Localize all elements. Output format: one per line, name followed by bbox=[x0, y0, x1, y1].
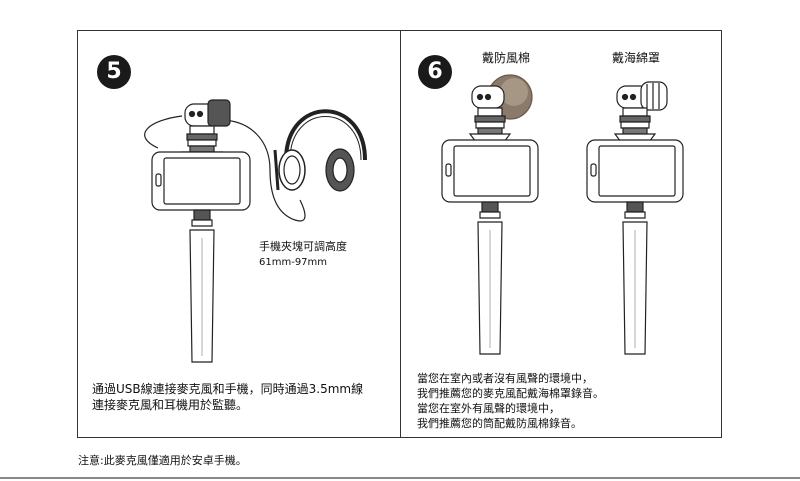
step-5-caption-line-2: 連接麥克風和耳機用於監聽。 bbox=[92, 398, 249, 412]
step-6-caption-line-3: 當您在室外有風聲的環境中， bbox=[417, 402, 560, 415]
step-6-badge: 6 bbox=[418, 55, 452, 89]
usb-and-headphone-illustration bbox=[120, 90, 370, 370]
fur-windscreen-illustration bbox=[430, 72, 550, 362]
bottom-rule bbox=[0, 477, 800, 479]
panel-divider bbox=[400, 30, 401, 438]
step-6-caption-line-1: 當您在室內或者沒有風聲的環境中， bbox=[417, 372, 593, 385]
instruction-frame bbox=[77, 30, 722, 438]
step-5-caption-line-1: 通過USB線連接麥克風和手機，同時通過3.5mm線 bbox=[92, 382, 364, 396]
foam-windscreen-label: 戴海綿罩 bbox=[612, 51, 661, 65]
fur-windscreen-label: 戴防風棉 bbox=[482, 51, 531, 65]
android-only-note: 注意:此麥克風僅適用於安卓手機。 bbox=[78, 454, 247, 467]
phone-clamp-callout-title: 手機夾塊可調高度 bbox=[259, 240, 347, 253]
step-5-badge: 5 bbox=[97, 55, 131, 89]
phone-clamp-callout-range: 61mm-97mm bbox=[259, 257, 328, 268]
step-6-caption-line-4: 我們推薦您的筒配戴防風棉錄音。 bbox=[417, 417, 582, 430]
step-6-caption-line-2: 我們推薦您的麥克風配戴海棉罩錄音。 bbox=[417, 387, 604, 400]
foam-windscreen-illustration bbox=[575, 72, 695, 362]
